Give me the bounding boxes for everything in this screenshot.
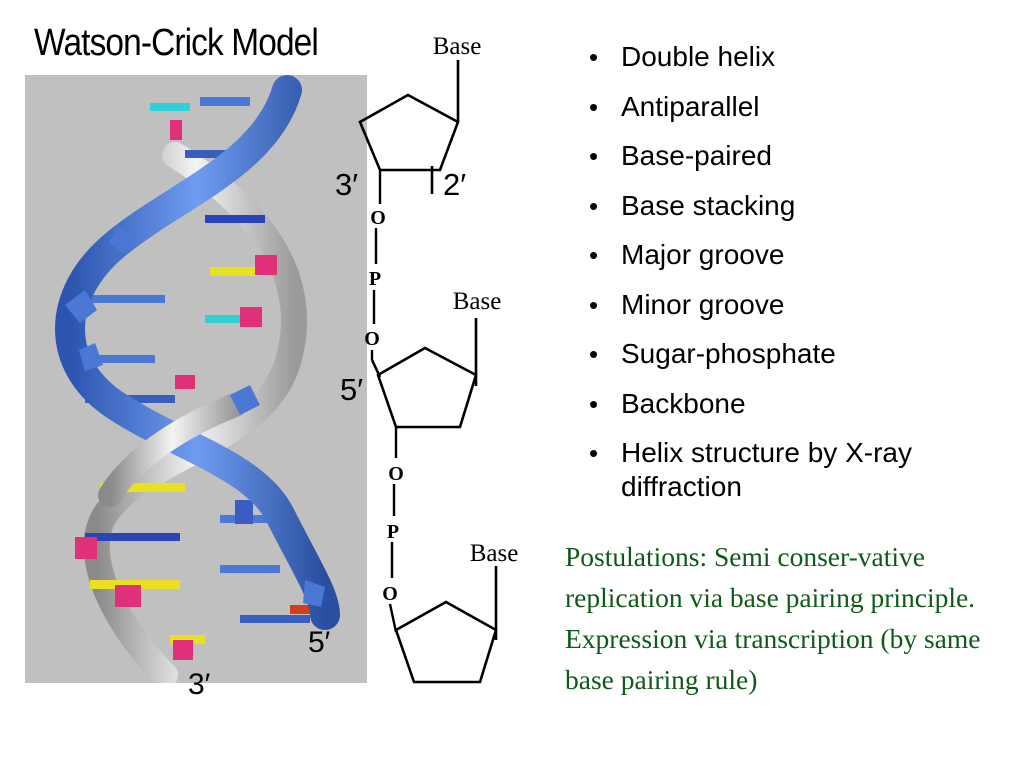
linker2-oxygen-top: O bbox=[388, 463, 404, 485]
blue-backbone-strand bbox=[55, 75, 340, 630]
top-sugar-2prime-label: 2′ bbox=[443, 167, 466, 202]
bullet-dot: • bbox=[589, 438, 599, 468]
front-bases bbox=[65, 225, 325, 607]
bullet-item: •Sugar-phosphate bbox=[589, 338, 836, 369]
bullet-dot: • bbox=[589, 190, 599, 221]
bullet-dot: • bbox=[589, 240, 599, 270]
mid-sugar-5prime-label: 5′ bbox=[340, 372, 363, 407]
linker2-oxygen-bottom: O bbox=[382, 583, 398, 605]
sugar-ring-top bbox=[358, 60, 460, 194]
top-sugar-3prime-label: 3′ bbox=[335, 167, 358, 202]
bullet-dot: • bbox=[589, 42, 599, 72]
bullet-dot: • bbox=[589, 289, 599, 320]
sugar-ring-bottom bbox=[394, 566, 498, 684]
bullet-dot: • bbox=[589, 141, 599, 171]
bullet-item: •Major groove bbox=[589, 239, 785, 270]
phosphodiester-linker-2 bbox=[388, 427, 398, 633]
linker2-phosphorus: P bbox=[387, 521, 399, 543]
bullet-item: •Backbone bbox=[589, 387, 746, 419]
linker1-oxygen-top: O bbox=[370, 207, 386, 229]
double-helix-image bbox=[25, 75, 367, 683]
slide-title: Watson-Crick Model bbox=[34, 22, 319, 64]
bullet-item: •Base-paired bbox=[589, 140, 772, 171]
phosphodiester-linker-1 bbox=[370, 170, 382, 360]
base-pairs bbox=[75, 97, 312, 660]
linker1-phosphorus: P bbox=[369, 268, 381, 290]
base-label-bottom: Base bbox=[470, 540, 519, 567]
double-helix-drawing bbox=[55, 75, 340, 683]
linker1-oxygen-bottom: O bbox=[364, 328, 380, 350]
base-label-middle: Base bbox=[453, 288, 502, 315]
bullet-item: •Double helix bbox=[589, 41, 776, 72]
bullet-dot: • bbox=[589, 339, 599, 369]
bullet-item: •Helix structure by X-ray diffraction bbox=[589, 437, 912, 502]
bullet-item: •Base stacking bbox=[589, 189, 796, 221]
bullet-dot: • bbox=[589, 388, 599, 419]
sugar-ring-middle bbox=[370, 318, 478, 429]
bullet-dot: • bbox=[589, 91, 599, 122]
postulations-paragraph: Postulations: Semi conser-vative replica… bbox=[565, 541, 981, 695]
base-label-top: Base bbox=[433, 33, 482, 60]
bullet-item: •Minor groove bbox=[589, 288, 785, 320]
bullet-item: •Antiparallel bbox=[589, 90, 760, 122]
feature-bullet-list: •Double helix •Antiparallel •Base-paired… bbox=[585, 40, 1005, 520]
silver-strand-front-segment bbox=[98, 393, 247, 507]
helix-5prime-end-label: 5′ bbox=[308, 626, 331, 659]
helix-3prime-end-label: 3′ bbox=[188, 668, 211, 701]
